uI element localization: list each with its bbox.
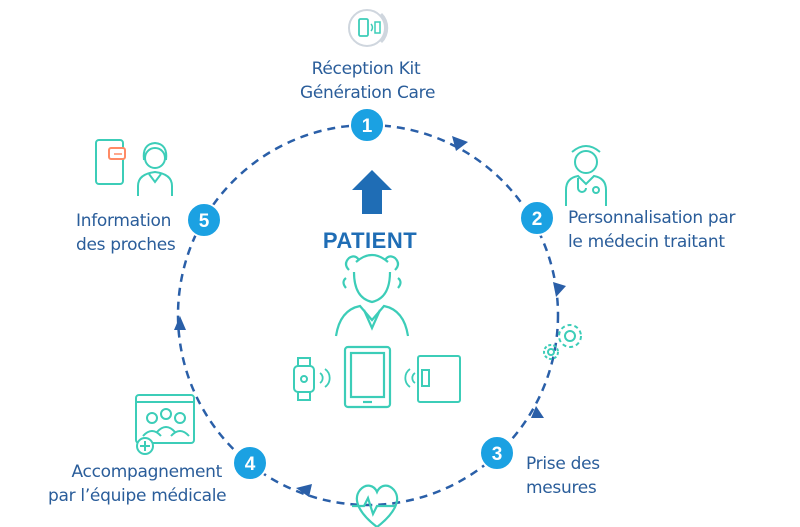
arrowhead-4 [296, 484, 312, 497]
smartwatch-icon [293, 357, 331, 401]
step-1-line-2: Génération Care [300, 83, 436, 103]
step-badge-5: 5 [186, 202, 222, 238]
arrowhead-2 [553, 282, 566, 297]
step-number-2: 2 [532, 209, 543, 230]
medical-team-icon [135, 394, 195, 455]
heart-pulse-icon [352, 484, 399, 527]
step-3-line-1: Prise des [526, 454, 600, 474]
step-label-4: Accompagnement par l’équipe médicale [48, 460, 227, 508]
step-5-line-1: Information [76, 211, 172, 231]
up-arrow [352, 170, 392, 214]
step-label-2: Personnalisation par le médecin traitant [568, 206, 736, 254]
step-1-line-1: Réception Kit [311, 59, 421, 79]
step-badge-4: 4 [232, 445, 268, 481]
doctor-icon [565, 145, 607, 206]
step-badge-1: 1 [349, 107, 385, 143]
step-number-4: 4 [245, 454, 256, 475]
step-2-line-1: Personnalisation par [568, 208, 736, 228]
step-2-line-2: le médecin traitant [568, 232, 725, 252]
step-3-line-2: mesures [526, 478, 597, 498]
center-title: PATIENT [322, 228, 418, 253]
step-badge-3: 3 [479, 435, 515, 471]
patient-avatar-icon [334, 253, 410, 337]
arrowhead-5 [174, 316, 186, 330]
tablet-icon [343, 345, 392, 409]
arrowhead-1 [452, 136, 468, 151]
device-kit-icon [348, 9, 389, 47]
step-label-3: Prise des mesures [526, 452, 600, 500]
arrowhead-3 [531, 406, 544, 418]
step-4-line-1: Accompagnement [71, 462, 223, 482]
sensor-box-icon [404, 355, 461, 403]
step-label-1: Réception Kit Génération Care [300, 57, 436, 105]
cycle-circle [176, 123, 560, 507]
phone-woman-icon [95, 139, 173, 196]
step-4-line-2: par l’équipe médicale [48, 486, 227, 506]
step-badge-2: 2 [519, 200, 555, 236]
gears-icon [543, 324, 582, 360]
step-label-5: Information des proches [76, 209, 176, 257]
step-5-line-2: des proches [76, 235, 176, 255]
cycle-arrowheads [174, 136, 566, 497]
step-number-1: 1 [362, 116, 373, 137]
step-number-3: 3 [492, 444, 503, 465]
step-number-5: 5 [199, 211, 210, 232]
